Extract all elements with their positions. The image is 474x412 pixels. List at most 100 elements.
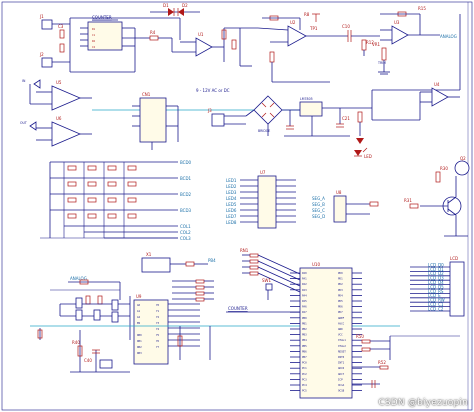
mcu-left-pin-label: PB2 (302, 327, 307, 331)
mux-pin-8: Y4 (156, 327, 160, 331)
mcu-left-pin-list: PA0PA1PA2PA3PA4PA5PA6PA7PB0PB1PB2PB3PB4P… (290, 271, 307, 393)
mcu-right-pin-label: PD3 (338, 288, 343, 292)
svg-text:R31: R31 (404, 198, 412, 203)
crystal-module: X1 PB4 (141, 252, 216, 273)
diode-pair-top: D1 D2 (150, 3, 200, 40)
key-switches (67, 165, 137, 219)
transistor-stage: R30 R31 Q2 (404, 156, 470, 237)
supply-note: 9 - 12V AC or DC (196, 88, 230, 93)
counter-label-bottom: COUNTER (228, 306, 248, 311)
lower-left-passives: R40 C40 (37, 326, 211, 373)
svg-text:R8: R8 (304, 12, 310, 17)
svg-text:PB4: PB4 (208, 258, 216, 263)
svg-text:J2: J2 (39, 52, 44, 57)
col-labels: COL1 COL2 COL3 (180, 224, 191, 241)
mux-pin-14: DB2 (137, 345, 142, 349)
mcu-left-pin-label: PA7 (302, 310, 307, 314)
mcu-left-pin-label: PC0 (302, 361, 307, 365)
svg-text:LED: LED (364, 154, 372, 159)
svg-text:U8: U8 (336, 190, 342, 195)
analog-label-top: ANALOG (440, 34, 457, 39)
mcu-left-pin-label: PB4 (302, 338, 307, 342)
svg-text:SW1: SW1 (262, 278, 271, 283)
mcu-left-pin-label: PA6 (302, 305, 307, 309)
mux-pin-10: Y6 (156, 339, 160, 343)
mux-pin-6: Y2 (156, 315, 160, 319)
svg-text:C10: C10 (342, 24, 350, 29)
mcu-left-pin-label: PA4 (302, 293, 307, 297)
col-label-0: COL1 (180, 224, 191, 229)
svg-text:CN1: CN1 (142, 92, 151, 97)
mcu-right-pin-label: PD5 (338, 299, 343, 303)
svg-text:C40: C40 (84, 358, 92, 363)
lcd-line-label: LCD_RS (428, 289, 444, 294)
csdn-watermark: CSDN @biyezuopin (378, 398, 468, 408)
lcd-connector: LCD LCD_D0LCD_D1LCD_D2LCD_D3LCD_D4LCD_D5… (410, 256, 465, 317)
lcd-line-label: LCD_C2 (428, 306, 444, 311)
bus-mid-3: SEG_D (312, 214, 325, 219)
svg-text:D2: D2 (182, 3, 188, 8)
out-label: OUT (20, 121, 27, 125)
mux-ic: U9 A0 A1 A2 EN Y0 Y1 Y2 Y3 Y4 Y5 Y6 Y7 D… (133, 294, 200, 365)
opamp-u5: U5 IN (22, 79, 92, 111)
counter-label-top: COUNTER (92, 15, 112, 20)
svg-text:U5: U5 (56, 80, 62, 85)
bridge-rectifier: BRIDGE (245, 95, 300, 136)
lcd-line-label: LCD_D0 (428, 262, 444, 267)
mcu-left-pin-label: PC4 (302, 383, 307, 387)
svg-text:R50: R50 (356, 334, 364, 339)
mux-pin-4: Y0 (156, 303, 160, 307)
mcu-right-pin-label: PD4 (338, 293, 343, 297)
mcu-right-pin-label: AREF (338, 316, 345, 320)
svg-text:D1: D1 (163, 3, 169, 8)
mux-pin-0: A0 (137, 303, 141, 307)
mcu-right-pin-label: PD1 (338, 277, 343, 281)
col-label-2: COL3 (180, 236, 191, 241)
bus-left-6: LED7 (226, 214, 237, 219)
svg-text:R52: R52 (378, 360, 386, 365)
mcu-right-pin-list: PD0PD1PD2PD3PD4PD5PD6PD7AREFAVCCGNDVCCXT… (338, 271, 362, 393)
opamp-u2: U2 TP1 R8 (257, 12, 330, 83)
svg-text:U7: U7 (260, 170, 266, 175)
mcu-left-pin-label: PB6 (302, 349, 307, 353)
lcd-line-label: LCD_D2 (428, 271, 444, 276)
lcd-line-label: LCD_RW (428, 298, 445, 303)
mcu-right-pin-label: OC1A (338, 383, 345, 387)
svg-text:C3: C3 (58, 24, 64, 29)
lcd-line-label: LCD_D4 (428, 280, 444, 285)
svg-text:R30: R30 (440, 166, 448, 171)
svg-text:J1: J1 (39, 14, 44, 19)
bus-left-3: LED4 (226, 196, 237, 201)
trim-label: TRIM (377, 61, 386, 65)
svg-text:C21: C21 (342, 116, 350, 121)
right-column-parts: VR1 TRIM (372, 14, 461, 91)
mcu-left-pin-label: PA0 (302, 271, 307, 275)
svg-text:RN1: RN1 (240, 248, 249, 253)
segment-bus: SEG_A SEG_B SEG_C SEG_D U8 (312, 190, 379, 223)
coupling-caps-top: C10 R12 (330, 24, 380, 56)
mcu-resistor-network: RN1 SW1 (240, 248, 301, 300)
lcd-line-label: LCD_D3 (428, 276, 444, 281)
passive-parts-top-left: R4 C3 (58, 24, 172, 53)
svg-text:U2: U2 (290, 20, 296, 25)
bcd-label-2: BCD2 (180, 192, 192, 197)
bus-left-4: LED5 (226, 202, 237, 207)
mcu-right-pin-label: ADC6 (338, 366, 345, 370)
mux-pin-15: DB3 (137, 351, 142, 355)
svg-text:R2: R2 (92, 39, 96, 43)
mcu-right-pin-label: XTAL2 (338, 344, 346, 348)
status-led: LED (354, 147, 372, 159)
mcu-right-pin-label: PD0 (338, 271, 343, 275)
mcu-left-pin-label: PC1 (302, 366, 307, 370)
opamp-u4: U4 (371, 82, 460, 121)
lcd-line-label: LCD_C1 (428, 302, 444, 307)
col-label-1: COL2 (180, 230, 191, 235)
opamp-u3: U3 R15 ANALOG (380, 6, 457, 45)
mcu-right-pin-label: GND (338, 327, 343, 331)
mux-pin-5: Y1 (156, 309, 160, 313)
mcu-right-pin-label: VCC (338, 333, 343, 337)
bridge-label: BRIDGE (258, 129, 270, 133)
